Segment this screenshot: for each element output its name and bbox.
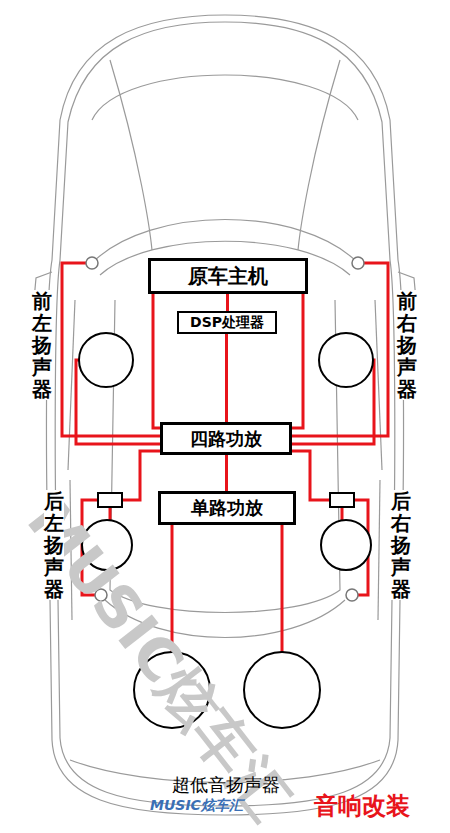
speaker-label: 前右扬声器	[397, 290, 417, 400]
tweeter	[330, 493, 354, 507]
process-box: 四路功放	[160, 422, 292, 455]
rear-right-speaker	[321, 520, 371, 570]
box-label: DSP处理器	[190, 314, 264, 332]
small-speakers	[86, 257, 364, 601]
signal-wire	[225, 334, 228, 422]
process-box: 单路功放	[158, 491, 296, 525]
speaker-label: 后右扬声器	[391, 490, 411, 600]
speaker-label: 后左扬声器	[44, 490, 64, 600]
box-label: 四路功放	[190, 427, 262, 451]
tweeter	[98, 493, 122, 507]
subwoofer-label: 超低音扬声器	[172, 773, 280, 797]
box-label: 单路功放	[191, 496, 263, 520]
signal-wire	[225, 455, 228, 491]
front-left-speaker	[79, 333, 133, 387]
box-label: 原车主机	[188, 263, 268, 290]
front-right-speaker	[319, 333, 373, 387]
signal-wire	[292, 294, 303, 428]
logo-text: 音响改装	[314, 790, 410, 822]
signal-wire	[153, 294, 160, 428]
speaker-label: 前左扬声器	[32, 290, 52, 400]
process-box: 原车主机	[148, 258, 308, 294]
subwoofer	[244, 652, 320, 728]
logo-text: MUSIC炫车汇	[150, 797, 243, 815]
process-box: DSP处理器	[177, 311, 277, 334]
signal-wire	[226, 294, 229, 311]
